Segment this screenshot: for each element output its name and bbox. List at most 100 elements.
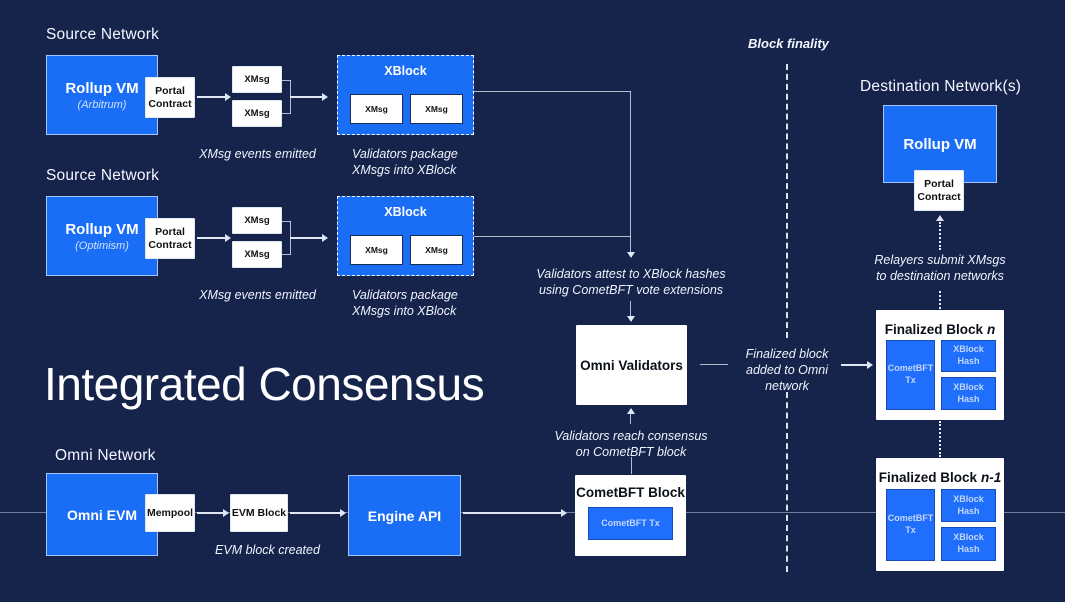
- arrowhead: [867, 360, 873, 369]
- omni-validators-box: Omni Validators: [576, 325, 687, 405]
- arrowhead: [561, 508, 567, 517]
- relayers-note: Relayers submit XMsgs to destination net…: [855, 252, 1025, 284]
- omni-network-heading: Omni Network: [55, 447, 156, 464]
- validators-package-note-1: Validators package XMsgs into XBlock: [352, 146, 487, 178]
- rollup-vm-optimism-box: Rollup VM (Optimism): [46, 196, 158, 276]
- omni-evm-box: Omni EVM: [46, 473, 158, 556]
- xblock-1-xmsg-right: XMsg: [410, 94, 463, 124]
- source-network-1-heading: Source Network: [46, 26, 160, 43]
- xblock-2-xmsg-left: XMsg: [350, 235, 403, 265]
- engine-api-label: Engine API: [367, 507, 442, 524]
- xmsg-box-1b: XMsg: [232, 100, 282, 127]
- xmsg-box-1a: XMsg: [232, 66, 282, 93]
- cometbft-block-box: CometBFT Block CometBFT Tx: [575, 475, 686, 556]
- arrowhead: [627, 316, 635, 322]
- arrow-evmblock-to-engine: [290, 512, 340, 514]
- page-title: Integrated Consensus: [44, 358, 485, 410]
- xmsg-events-note-1: XMsg events emitted: [199, 147, 316, 161]
- arrow-to-finalized-n: [841, 364, 867, 366]
- xblock-box-1: XBlock XMsg XMsg: [337, 55, 474, 135]
- rollup-vm-destination-box: Rollup VM: [883, 105, 997, 183]
- comet-tx-box-n: CometBFT Tx: [886, 340, 935, 410]
- finalized-block-n1-title-text: Finalized Block: [878, 470, 978, 485]
- connector-merge-vertical: [630, 91, 631, 252]
- connector-xblock1: [474, 91, 631, 92]
- note-line: to destination networks: [876, 269, 1004, 283]
- note-line: Validators attest to XBlock hashes: [536, 267, 726, 281]
- engine-api-box: Engine API: [348, 475, 461, 556]
- omni-evm-label: Omni EVM: [66, 506, 137, 523]
- rollup-vm-arbitrum-subtitle: (Arbitrum): [77, 98, 127, 111]
- evm-block-box: EVM Block: [230, 494, 288, 532]
- finalized-block-n-suffix: n: [987, 322, 996, 337]
- bracket-stub: [282, 220, 291, 222]
- cometbft-tx-box: CometBFT Tx: [588, 507, 673, 540]
- arrowhead: [322, 92, 328, 101]
- bracket-stub: [282, 253, 291, 255]
- bracket-stub: [282, 79, 291, 81]
- xblock-hash-box-n1-top: XBlock Hash: [941, 489, 996, 522]
- arrow-engine-to-comet: [463, 512, 561, 514]
- note-line: Validators reach consensus: [554, 429, 708, 443]
- relayer-dotted-line-1: [939, 222, 941, 250]
- connector-validators-right: [700, 364, 728, 365]
- portal-contract-box-1: Portal Contract: [145, 77, 195, 118]
- arrowhead: [340, 508, 346, 517]
- destination-network-heading: Destination Network(s): [860, 78, 1022, 95]
- attest-note: Validators attest to XBlock hashes using…: [531, 266, 731, 298]
- comet-tx-box-n1: CometBFT Tx: [886, 489, 935, 561]
- arrow-mempool-to-evmblock: [197, 512, 223, 514]
- xblock-1-title: XBlock: [384, 64, 427, 78]
- note-line: XMsgs into XBlock: [352, 304, 457, 318]
- note-line: Validators package: [352, 147, 458, 161]
- portal-contract-box-2: Portal Contract: [145, 218, 195, 259]
- relayer-dotted-line-2: [939, 291, 941, 309]
- finalized-block-n1-suffix: n-1: [981, 470, 1002, 485]
- note-line: network: [765, 379, 809, 393]
- rollup-vm-optimism-title: Rollup VM: [65, 220, 139, 238]
- validators-package-note-2: Validators package XMsgs into XBlock: [352, 287, 487, 319]
- note-line: Relayers submit XMsgs: [874, 253, 1006, 267]
- xblock-hash-box-n-top: XBlock Hash: [941, 340, 996, 372]
- xblock-hash-box-n-bottom: XBlock Hash: [941, 377, 996, 410]
- finalized-block-n-title-text: Finalized Block: [884, 322, 984, 337]
- rollup-vm-destination-title: Rollup VM: [903, 135, 977, 153]
- cometbft-block-title: CometBFT Block: [576, 485, 685, 500]
- arrowhead: [936, 215, 944, 221]
- connector-xblock2: [474, 236, 631, 237]
- finalized-note: Finalized block added to Omni network: [737, 346, 837, 394]
- block-finality-label: Block finality: [748, 36, 829, 51]
- arrow-portal2-to-xmsg: [197, 237, 225, 239]
- arrowhead: [322, 233, 328, 242]
- arrow-portal1-to-xmsg: [197, 96, 225, 98]
- mempool-box: Mempool: [145, 494, 195, 532]
- arrowhead: [223, 508, 229, 517]
- note-line: on CometBFT block: [575, 445, 687, 459]
- note-line: Validators package: [352, 288, 458, 302]
- arrowhead: [627, 252, 635, 258]
- bracket-stub: [282, 112, 291, 114]
- block-finality-line-bottom: [786, 392, 788, 572]
- arrow-from-consensus: [630, 414, 631, 424]
- note-line: added to Omni: [746, 363, 828, 377]
- consensus-note: Validators reach consensus on CometBFT b…: [531, 428, 731, 460]
- xblock-2-xmsg-right: XMsg: [410, 235, 463, 265]
- rollup-vm-arbitrum-box: Rollup VM (Arbitrum): [46, 55, 158, 135]
- xmsg-events-note-2: XMsg events emitted: [199, 288, 316, 302]
- note-line: XMsgs into XBlock: [352, 163, 457, 177]
- xblock-hash-box-n1-bottom: XBlock Hash: [941, 527, 996, 561]
- arrow-xmsg2-to-xblock: [290, 237, 322, 239]
- block-finality-line-top: [786, 64, 788, 338]
- evm-block-created-note: EVM block created: [215, 543, 320, 557]
- rollup-vm-arbitrum-title: Rollup VM: [65, 79, 139, 97]
- arrowhead: [627, 408, 635, 414]
- omni-validators-label: Omni Validators: [580, 357, 683, 373]
- arrowhead: [225, 92, 231, 101]
- xblock-1-xmsg-left: XMsg: [350, 94, 403, 124]
- xmsg-box-2b: XMsg: [232, 241, 282, 268]
- source-network-2-heading: Source Network: [46, 167, 160, 184]
